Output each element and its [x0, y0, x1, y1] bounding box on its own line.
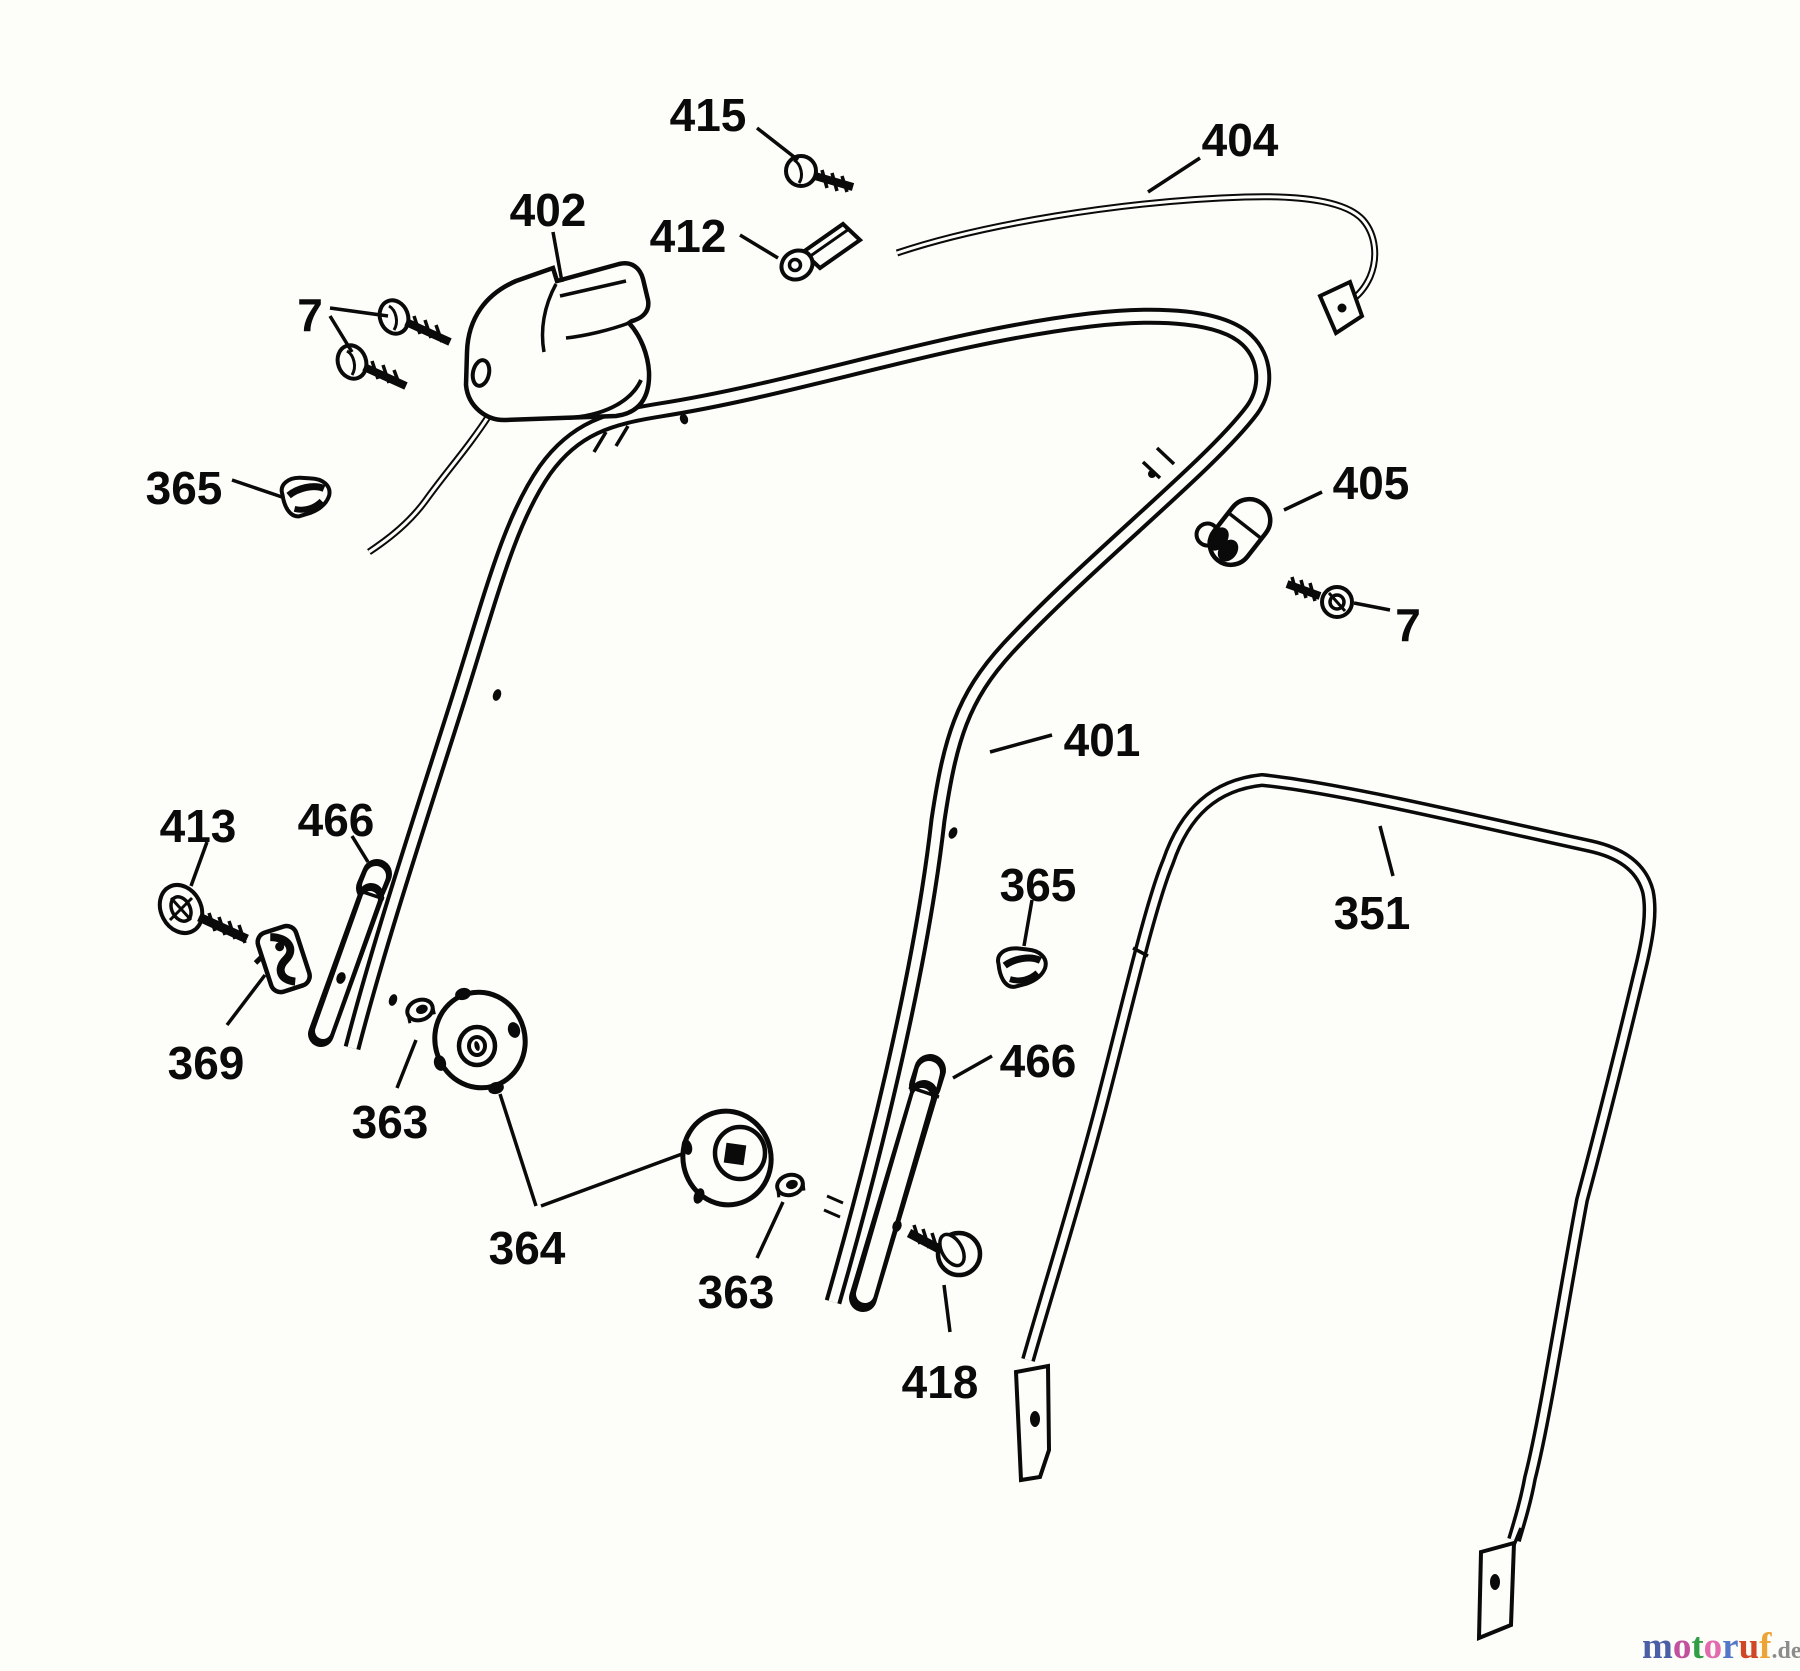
leader-363-left: [395, 1039, 418, 1089]
callout-401: 401: [1064, 714, 1141, 766]
callout-369: 369: [168, 1037, 245, 1089]
watermark-link[interactable]: motoruf.de: [1642, 1626, 1800, 1667]
watermark-letter[interactable]: t: [1691, 1626, 1704, 1667]
callout-418: 418: [902, 1356, 979, 1408]
screw-413: [157, 883, 249, 944]
screw-7-right: [1285, 576, 1354, 619]
callout-466-left: 466: [298, 794, 375, 846]
callout-365-left: 365: [146, 462, 223, 514]
leader-369: [225, 973, 267, 1027]
callout-415: 415: [670, 89, 747, 141]
leader-364-b: [540, 1152, 683, 1208]
callout-363-left: 363: [352, 1096, 429, 1148]
watermark-suffix[interactable]: .de: [1772, 1638, 1800, 1664]
disc-364-b: [680, 1108, 774, 1208]
upper-handle-tube-401: [343, 307, 1272, 1305]
leader-7-b: [328, 315, 354, 353]
leader-401: [989, 733, 1053, 754]
leader-7-a: [329, 306, 389, 318]
leader-7-right: [1353, 601, 1391, 612]
leader-418: [942, 1284, 952, 1333]
leader-402: [551, 231, 564, 283]
watermark-letter[interactable]: u: [1739, 1626, 1760, 1667]
callout-364: 364: [489, 1222, 566, 1274]
tube-detail-marks: [388, 413, 1176, 1219]
clamp-369: [253, 923, 312, 995]
screw-415: [784, 154, 855, 193]
grip-stick-466-mid: [849, 1054, 946, 1312]
bolt-412: [779, 221, 864, 282]
disc-364-a: [432, 987, 528, 1095]
leader-405: [1283, 490, 1323, 512]
leader-412: [739, 233, 779, 260]
watermark-letter[interactable]: m: [1642, 1626, 1673, 1667]
callout-402: 402: [510, 184, 587, 236]
watermark-letter[interactable]: f: [1759, 1626, 1772, 1667]
screw-7-lower: [335, 343, 408, 390]
callout-7-right: 7: [1395, 599, 1421, 651]
leader-415: [755, 126, 800, 162]
screw-7-upper: [377, 298, 452, 346]
callout-412: 412: [650, 210, 727, 262]
leader-365-mid: [1022, 899, 1034, 947]
cable-clip-365-left: [279, 475, 332, 519]
screw-418: [906, 1224, 983, 1278]
part-number-callouts: 415 412 402 7 404 365 405 7 401 413 466 …: [146, 89, 1421, 1408]
leader-364-a: [498, 1093, 538, 1207]
nut-363-right: [775, 1172, 806, 1198]
leader-466-left: [350, 835, 370, 863]
leader-404: [1147, 156, 1201, 194]
cable-guide-405: [1194, 496, 1273, 568]
nut-363-left: [405, 997, 436, 1024]
callout-351: 351: [1334, 887, 1411, 939]
switch-box-402: [463, 261, 652, 423]
callout-466-mid: 466: [1000, 1035, 1077, 1087]
leader-413: [189, 841, 209, 887]
leader-lines: [189, 126, 1395, 1333]
cable-404: [895, 193, 1379, 336]
callout-363-right: 363: [698, 1266, 775, 1318]
callout-7-left: 7: [297, 289, 323, 341]
leader-363-right: [755, 1201, 785, 1259]
watermark-letter[interactable]: o: [1673, 1626, 1692, 1667]
lower-handle-tube-351: [1013, 772, 1657, 1641]
grip-stick-466-left: [308, 859, 392, 1047]
callout-365-mid: 365: [1000, 859, 1077, 911]
watermark-letter[interactable]: r: [1722, 1626, 1738, 1667]
leader-351: [1378, 825, 1395, 877]
callout-405: 405: [1333, 457, 1410, 509]
leader-365-left: [231, 478, 283, 499]
callout-404: 404: [1202, 114, 1279, 166]
switch-cable: [367, 412, 493, 555]
lower-handle-right-tab: [1476, 1540, 1517, 1641]
leader-466-mid: [952, 1054, 993, 1080]
callout-413: 413: [160, 800, 237, 852]
watermark-letter[interactable]: o: [1704, 1626, 1723, 1667]
cable-clip-365-mid: [996, 946, 1048, 989]
